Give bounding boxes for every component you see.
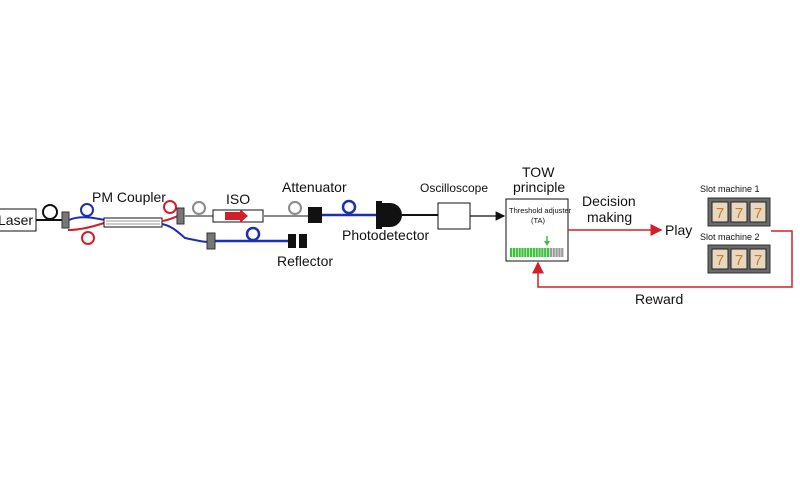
play-label: Play [665, 222, 692, 238]
slot-digit: 7 [716, 205, 724, 222]
threshold-bar-segment [515, 248, 518, 257]
decision-making: Decision making Play [568, 193, 692, 238]
photodetector-fiber [322, 199, 376, 217]
fiber-loop-blue2-icon [341, 199, 357, 215]
attenuator-label: Attenuator [282, 179, 347, 195]
decision-label-line1: Decision [582, 193, 636, 209]
threshold-bar-segment [552, 248, 555, 257]
reflector-label: Reflector [277, 253, 333, 269]
slot-digit: 7 [735, 205, 743, 222]
reflector-block-1 [288, 234, 296, 248]
slot-reel [711, 201, 729, 223]
fiber-loop-gray-icon [192, 201, 206, 215]
reward-loop: Reward [532, 230, 793, 307]
slot-machine-1-label: Slot machine 1 [700, 184, 760, 194]
threshold-bar-segment [532, 248, 535, 257]
threshold-bar-segment [512, 248, 516, 257]
photodetector-label: Photodetector [342, 227, 430, 243]
slot-digit: 7 [754, 205, 762, 222]
threshold-arrow-icon [544, 241, 550, 246]
slot-reel [730, 248, 748, 270]
threshold-bar-segment [541, 248, 544, 257]
decision-label-line2: making [587, 209, 632, 225]
oscilloscope-label: Oscilloscope [420, 181, 488, 195]
slot-digit: 7 [754, 252, 762, 269]
threshold-bar-segment [535, 248, 538, 257]
reflector-section: Reflector [206, 226, 333, 269]
threshold-bar-segment [538, 248, 541, 257]
reward-label: Reward [635, 291, 683, 307]
photodetector: Photodetector [342, 201, 430, 243]
fiber-loop-gray2-icon [288, 201, 302, 215]
reflector-block-2 [299, 234, 307, 248]
ta-label-line1: Threshold adjuster [509, 206, 572, 215]
threshold-bar-segment [561, 248, 564, 257]
pm-coupler: PM Coupler [67, 189, 209, 245]
slot-reel [749, 248, 767, 270]
tow-label-line1: TOW [522, 164, 555, 180]
tow-label-line2: principle [513, 179, 565, 195]
fiber-loop-red-out-icon [163, 200, 177, 214]
slot-reel [730, 201, 748, 223]
fiber-loop-icon [42, 204, 58, 220]
fiber-loop-blue3-icon [245, 226, 261, 242]
connector-upper [176, 207, 185, 225]
attenuator: Attenuator [282, 179, 347, 223]
connector-lower [206, 232, 216, 250]
threshold-bar-segment [546, 248, 550, 257]
slot-reel [749, 201, 767, 223]
attenuator-block [308, 207, 322, 223]
threshold-bar-segment [544, 248, 547, 257]
ta-label-line2: (TA) [531, 216, 546, 225]
threshold-bar-segment [524, 248, 527, 257]
threshold-bar-segment [521, 248, 524, 257]
threshold-bar-segment [510, 248, 513, 257]
reward-arrow [532, 230, 793, 288]
threshold-bar-segment [555, 248, 558, 257]
fiber-loop-blue-icon [80, 203, 94, 217]
slot-reel [711, 248, 729, 270]
tow-principle: TOW principle Threshold adjuster (TA) [505, 164, 572, 262]
slot-digit: 7 [716, 252, 724, 269]
slot-digit: 7 [735, 252, 743, 269]
threshold-bar-segment [518, 248, 521, 257]
slot-machine-2-label: Slot machine 2 [700, 232, 760, 242]
isolator-arrow-icon [225, 209, 248, 223]
pm-coupler-label: PM Coupler [92, 189, 166, 205]
fiber-loop-red-icon [81, 231, 95, 245]
iso-label: ISO [226, 191, 250, 207]
threshold-bar-segment [549, 248, 553, 257]
laser: Laser [0, 208, 37, 232]
oscilloscope: Oscilloscope [420, 181, 488, 230]
threshold-bar-segment [558, 248, 561, 257]
iso-section: ISO [184, 191, 308, 223]
laser-label: Laser [0, 212, 33, 228]
threshold-bar-segment [527, 248, 530, 257]
threshold-bar [510, 248, 564, 257]
laser-fiber [36, 204, 62, 221]
connector-laser [61, 211, 70, 229]
threshold-bar-segment [529, 248, 533, 257]
